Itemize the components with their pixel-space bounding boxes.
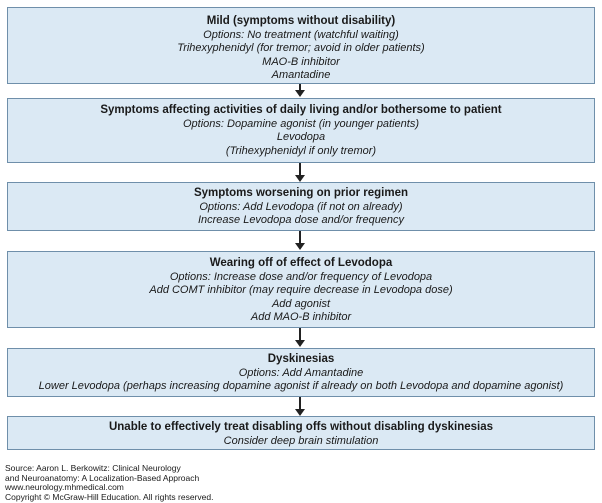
flow-box-wearing-off: Wearing off of effect of Levodopa Option… (7, 251, 595, 328)
step-option: Increase Levodopa dose and/or frequency (197, 214, 405, 226)
step-option: MAO-B inhibitor (262, 55, 340, 68)
step-option: Add agonist (271, 297, 331, 310)
flow-box-dyskinesias: Dyskinesias Options: Add Amantadine Lowe… (7, 348, 595, 397)
step-title: Mild (symptoms without disability) (206, 15, 396, 27)
flow-box-worsening: Symptoms worsening on prior regimen Opti… (7, 182, 595, 231)
step-title: Unable to effectively treat disabling of… (108, 421, 494, 433)
step-title: Wearing off of effect of Levodopa (209, 257, 393, 269)
source-url: www.neurology.mhmedical.com (5, 482, 124, 493)
down-arrow-icon (295, 328, 305, 347)
down-arrow-icon (295, 84, 305, 97)
step-title: Dyskinesias (267, 353, 335, 365)
step-title: Symptoms affecting activities of daily l… (100, 104, 502, 116)
step-option: Trihexyphenidyl (for tremor; avoid in ol… (177, 42, 425, 54)
step-option: Options: No treatment (watchful waiting) (203, 28, 399, 41)
step-option: Add COMT inhibitor (may require decrease… (149, 284, 453, 296)
step-option: Consider deep brain stimulation (223, 434, 379, 447)
copyright-line: Copyright © McGraw-Hill Education. All r… (5, 491, 214, 502)
step-option: Options: Add Levodopa (if not on already… (199, 200, 403, 213)
down-arrow-icon (295, 163, 305, 182)
step-option: Amantadine (271, 69, 331, 81)
source-line: Source: Aaron L. Berkowitz: Clinical Neu… (5, 463, 181, 473)
step-option: Lower Levodopa (perhaps increasing dopam… (38, 380, 564, 392)
step-option: Options: Increase dose and/or frequency … (169, 270, 433, 283)
flow-box-refractory: Unable to effectively treat disabling of… (7, 416, 595, 450)
step-option: Options: Add Amantadine (238, 366, 364, 379)
step-option: (Trihexyphenidyl if only tremor) (225, 144, 377, 157)
down-arrow-icon (295, 231, 305, 250)
source-line: and Neuroanatomy: A Localization-Based A… (5, 472, 200, 483)
step-title: Symptoms worsening on prior regimen (193, 187, 409, 199)
step-option: Levodopa (276, 131, 326, 143)
step-option: Options: Dopamine agonist (in younger pa… (182, 117, 420, 130)
source-credit: Source: Aaron L. Berkowitz: Clinical Neu… (5, 463, 214, 502)
step-option: Add MAO-B inhibitor (250, 311, 352, 323)
flow-box-daily-living: Symptoms affecting activities of daily l… (7, 98, 595, 163)
down-arrow-icon (295, 397, 305, 416)
flow-box-mild: Mild (symptoms without disability) Optio… (7, 7, 595, 84)
